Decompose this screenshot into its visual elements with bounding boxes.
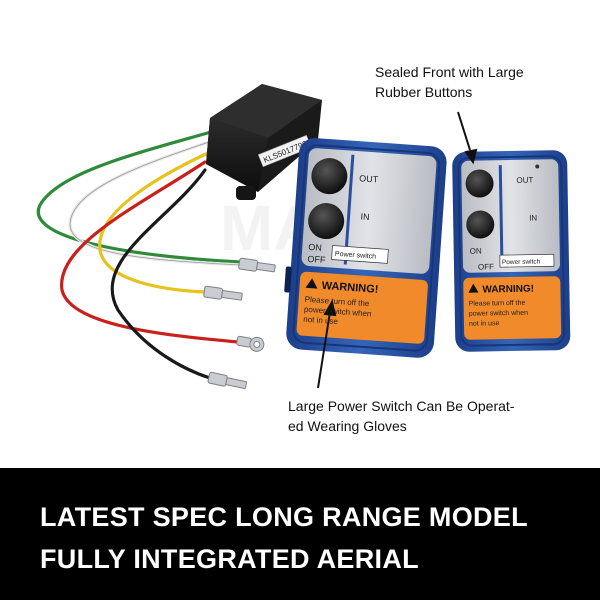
in-label: IN [360,211,370,222]
product-illustration: MAX KLS5017796 [36,84,571,390]
svg-text:not in use: not in use [303,315,339,326]
power-switch-label: Power switch [502,258,541,266]
remote-right: OUT IN ON OFF Power switch WARNING! Plea… [452,150,571,352]
wire-red [60,160,240,344]
callout-sealed-front: Sealed Front with Large Rubber Buttons [375,64,524,100]
promo-banner: LATEST SPEC LONG RANGE MODEL FULLY INTEG… [0,468,600,600]
callout-arrows [317,111,478,389]
wire-yellow [98,150,212,294]
banner-line-2: FULLY INTEGRATED AERIAL [40,544,419,574]
out-button [311,158,348,195]
svg-text:not in use: not in use [469,320,500,328]
remote-left: OUT IN ON OFF Power switch WARNING! Plea… [284,138,447,358]
callout-power-switch: Large Power Switch Can Be Operat- ed Wea… [288,398,515,434]
out-label: OUT [516,176,533,185]
banner-line-1: LATEST SPEC LONG RANGE MODEL [40,502,528,532]
power-switch [284,266,292,293]
warning-title: WARNING! [482,284,534,296]
out-button [465,169,494,198]
wire-green [36,126,242,264]
svg-text:power switch when: power switch when [469,310,528,318]
out-label: OUT [359,173,379,184]
in-label: IN [529,214,537,223]
svg-text:Please turn off the: Please turn off the [469,300,526,308]
warning-panel [296,271,428,344]
off-label: OFF [307,254,326,265]
in-button [466,210,495,239]
warning-title: WARNING! [321,280,379,296]
in-button [308,203,345,240]
power-switch-label: Power switch [335,251,377,261]
terminals [203,257,276,390]
off-label: OFF [478,262,494,271]
on-label: ON [470,246,482,255]
receiver-box: KLS5017796 [206,84,322,200]
warning-panel [463,276,562,340]
on-label: ON [308,242,322,253]
wires [36,126,242,380]
wire-black [110,168,212,380]
